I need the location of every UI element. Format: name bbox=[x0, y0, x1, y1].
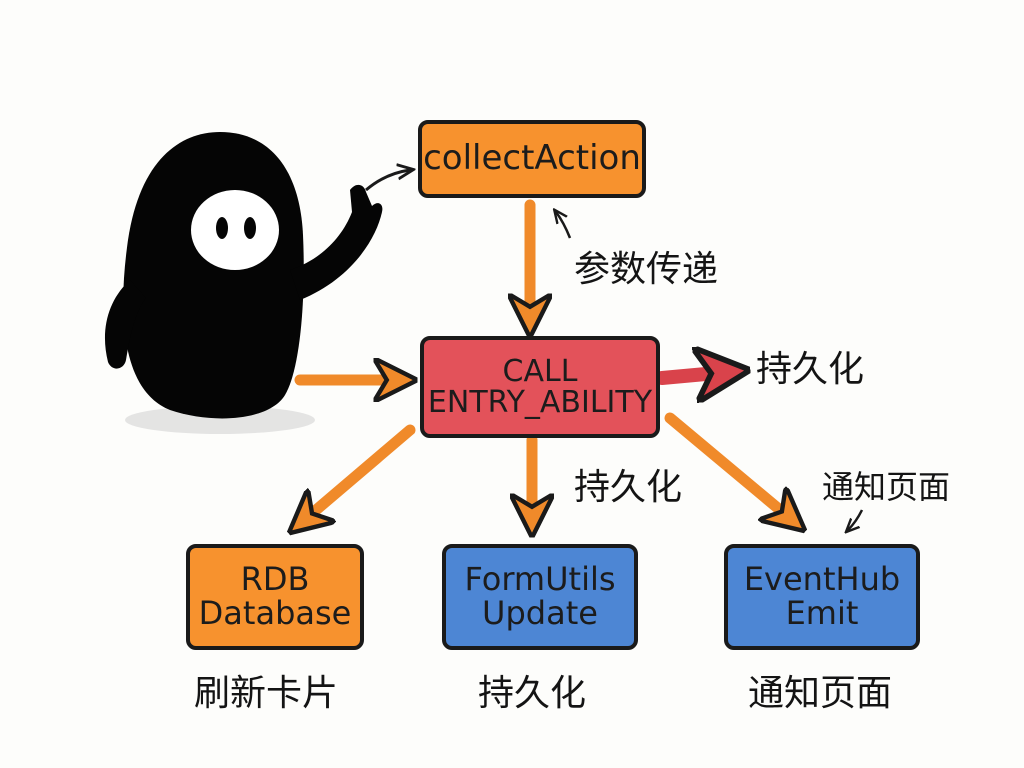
label-persist-center: 持久化 bbox=[574, 467, 683, 508]
mascot-face bbox=[191, 190, 279, 270]
node-rdb-database-label: RDB Database bbox=[198, 560, 352, 632]
mascot-left-arm bbox=[104, 280, 146, 369]
label-refresh-card: 刷新卡片 bbox=[194, 673, 339, 714]
label-notify-page-top: 通知页面 bbox=[822, 468, 951, 506]
node-call-entry-ability: CALL ENTRY_ABILITY bbox=[420, 336, 660, 438]
label-param-pass: 参数传递 bbox=[574, 249, 719, 290]
mascot-body bbox=[123, 132, 304, 419]
mascot-right-arm bbox=[290, 184, 383, 300]
arrow-call-to-persist bbox=[655, 372, 728, 378]
mascot-shadow bbox=[125, 406, 315, 434]
node-formutils-update-label: FormUtils Update bbox=[464, 560, 616, 632]
node-formutils-update: FormUtils Update bbox=[442, 544, 638, 650]
mascot-right-eye bbox=[244, 217, 256, 239]
annotation-arrow-notify bbox=[848, 509, 864, 530]
arrow-call-to-eventhub bbox=[664, 412, 792, 520]
arrow-call-to-rdb bbox=[302, 424, 416, 522]
label-notify-page-bottom: 通知页面 bbox=[748, 673, 893, 714]
node-collect-action: collectAction bbox=[418, 120, 646, 198]
mascot-left-eye bbox=[216, 217, 228, 239]
node-rdb-database: RDB Database bbox=[186, 544, 364, 650]
pointer-arrow bbox=[365, 170, 410, 192]
annotation-arrow-param bbox=[556, 212, 572, 239]
node-call-entry-ability-label: CALL ENTRY_ABILITY bbox=[427, 353, 653, 420]
node-eventhub-emit-label: EventHub Emit bbox=[743, 560, 901, 632]
label-persist-right: 持久化 bbox=[756, 349, 865, 390]
label-persist-bottom: 持久化 bbox=[478, 673, 587, 714]
node-collect-action-label: collectAction bbox=[423, 138, 641, 179]
node-eventhub-emit: EventHub Emit bbox=[724, 544, 920, 650]
mascot-figure bbox=[104, 132, 383, 434]
